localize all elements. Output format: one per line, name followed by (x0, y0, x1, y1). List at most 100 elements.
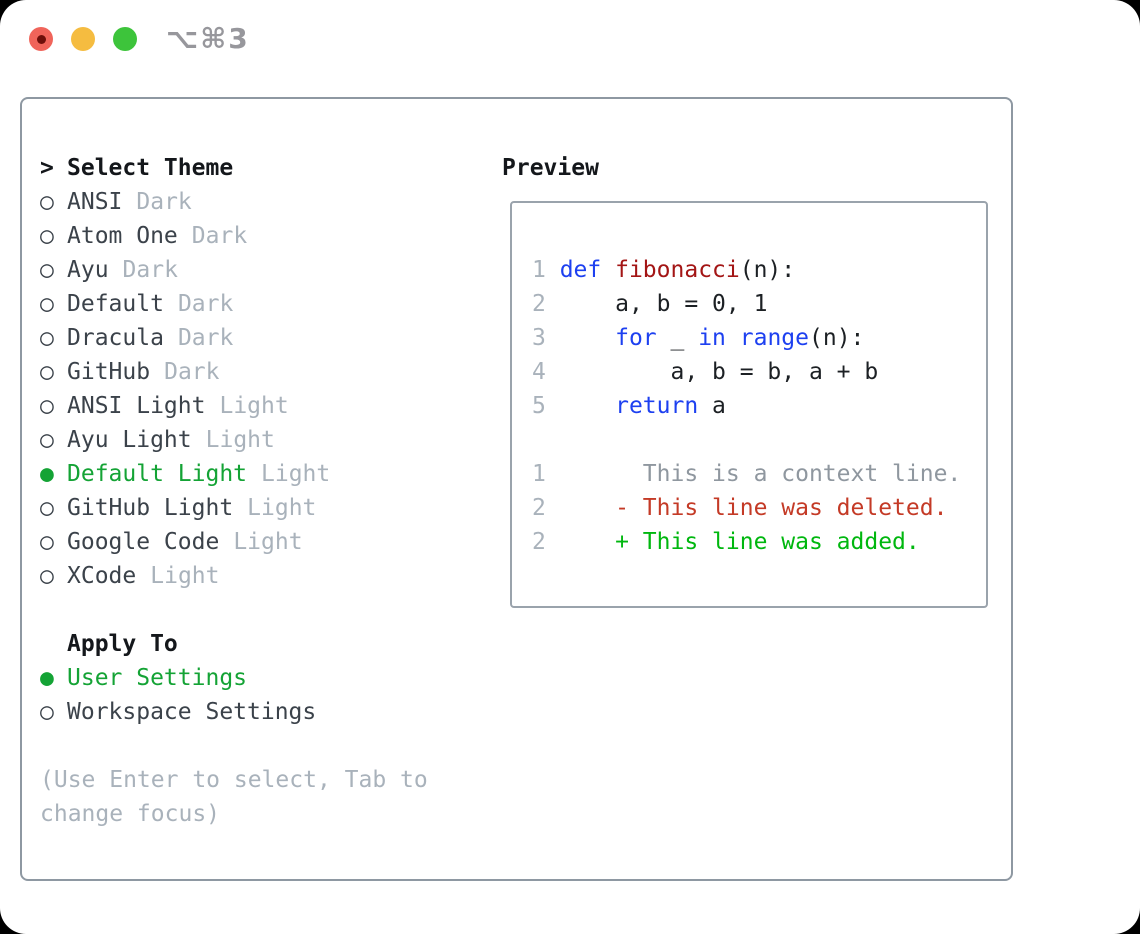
code-line: 4 a, b = b, a + b (532, 355, 978, 389)
line-number: 4 (532, 359, 560, 385)
zoom-button[interactable] (113, 27, 137, 51)
code-token: _ (656, 325, 699, 351)
apply-to-title: Apply To (67, 631, 178, 657)
code-token: (n): (739, 257, 796, 283)
theme-option-default-dark[interactable]: ○ Default Dark (40, 287, 444, 321)
help-text: (Use Enter to select, Tab to change focu… (40, 767, 428, 827)
theme-variant: Dark (122, 257, 178, 283)
theme-name: GitHub Light (67, 495, 234, 521)
theme-variant: Light (247, 495, 317, 521)
line-number: 2 (532, 529, 560, 555)
line-number: 3 (532, 325, 560, 351)
line-number: 2 (532, 291, 560, 317)
code-token: This is a context line. (559, 461, 962, 487)
radio-icon: ○ (40, 699, 54, 725)
theme-name: Default (67, 291, 164, 317)
line-number: 1 (532, 257, 560, 283)
radio-selected-icon: ● (40, 461, 54, 487)
code-token: return (615, 393, 699, 419)
radio-icon: ○ (40, 223, 54, 249)
radio-icon: ○ (40, 393, 54, 419)
theme-name: ANSI (67, 189, 123, 215)
code-token: - This line was deleted. (559, 495, 948, 521)
theme-option-google-code-light[interactable]: ○ Google Code Light (40, 525, 444, 559)
code-token: in (698, 325, 726, 351)
theme-name: ANSI Light (67, 393, 206, 419)
radio-icon: ○ (40, 189, 54, 215)
select-theme-header: > Select Theme (40, 151, 444, 185)
spacer (40, 729, 444, 763)
code-line: 1 This is a context line. (532, 457, 978, 491)
code-blank-line (532, 423, 978, 457)
code-token (726, 325, 740, 351)
apply-to-list: ● User Settings ○ Workspace Settings (40, 661, 444, 729)
theme-name: Atom One (67, 223, 178, 249)
code-token: for (615, 325, 657, 351)
radio-icon: ○ (40, 325, 54, 351)
code-line: 1 def fibonacci(n): (532, 253, 978, 287)
code-token: a (698, 393, 726, 419)
radio-icon: ○ (40, 257, 54, 283)
apply-option-label: User Settings (67, 665, 248, 691)
code-token (560, 393, 615, 419)
theme-variant: Dark (177, 291, 234, 317)
theme-variant: Light (150, 563, 220, 589)
apply-option-workspace-settings[interactable]: ○ Workspace Settings (40, 695, 444, 729)
radio-icon: ○ (40, 529, 54, 555)
line-number: 1 (532, 461, 560, 487)
theme-option-ansi-light-light[interactable]: ○ ANSI Light Light (40, 389, 444, 423)
line-number: 5 (532, 393, 560, 419)
code-token (560, 325, 615, 351)
preview-title: Preview (502, 155, 599, 181)
theme-name: XCode (67, 563, 137, 589)
theme-name: Google Code (67, 529, 220, 555)
code-token: (n): (809, 325, 865, 351)
theme-variant: Light (219, 393, 289, 419)
close-dot-icon (36, 34, 46, 44)
theme-variant: Light (233, 529, 303, 555)
theme-option-default-light-light[interactable]: ● Default Light Light (40, 457, 444, 491)
theme-option-atom-one-dark[interactable]: ○ Atom One Dark (40, 219, 444, 253)
code-token (601, 257, 615, 283)
theme-name: Default Light (67, 461, 248, 487)
line-number: 2 (532, 495, 560, 521)
minimize-button[interactable] (71, 27, 95, 51)
theme-variant: Dark (177, 325, 234, 351)
theme-variant: Dark (164, 359, 220, 385)
code-line: 2 a, b = 0, 1 (532, 287, 978, 321)
radio-icon: ○ (40, 427, 54, 453)
radio-selected-icon: ● (40, 665, 54, 691)
code-line: 2 - This line was deleted. (532, 491, 978, 525)
apply-option-label: Workspace Settings (67, 699, 317, 725)
code-token: fibonacci (615, 257, 740, 283)
theme-name: GitHub (67, 359, 151, 385)
indent-spacer (40, 627, 67, 661)
radio-icon: ○ (40, 291, 54, 317)
theme-name: Dracula (67, 325, 164, 351)
theme-variant: Dark (191, 223, 248, 249)
focus-marker-icon: > (40, 155, 54, 181)
theme-variant: Light (261, 461, 331, 487)
close-button[interactable] (29, 27, 53, 51)
code-token: range (739, 325, 809, 351)
code-token: a, b = 0, 1 (559, 291, 768, 317)
apply-option-user-settings[interactable]: ● User Settings (40, 661, 444, 695)
window-shortcut-label: ⌥⌘3 (166, 22, 250, 55)
theme-name: Ayu Light (67, 427, 192, 453)
theme-option-dracula-dark[interactable]: ○ Dracula Dark (40, 321, 444, 355)
code-line: 5 return a (532, 389, 978, 423)
line-number (532, 427, 546, 453)
titlebar: ⌥⌘3 (0, 0, 1140, 78)
